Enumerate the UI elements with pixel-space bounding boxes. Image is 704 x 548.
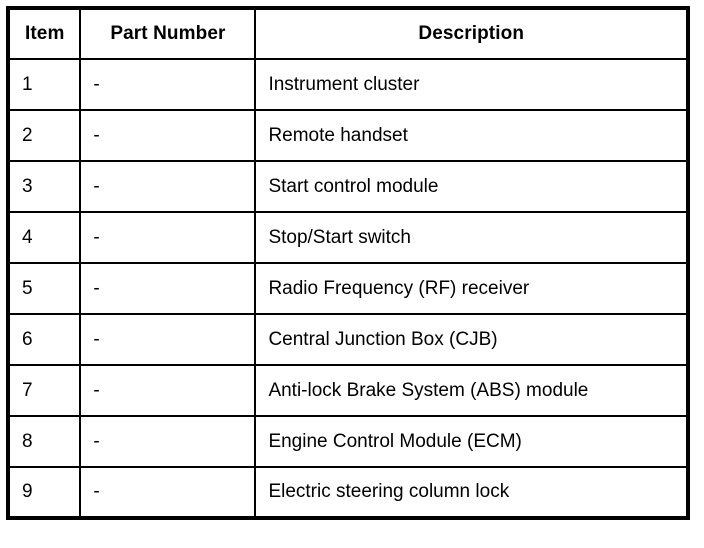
table-body: 1 - Instrument cluster 2 - Remote handse… (6, 58, 689, 519)
cell-part-number: - (79, 313, 257, 366)
table-row: 6 - Central Junction Box (CJB) (6, 313, 689, 366)
table-row: 7 - Anti-lock Brake System (ABS) module (6, 364, 689, 417)
cell-item: 9 (6, 466, 82, 519)
cell-part-number: - (79, 160, 257, 213)
column-header-item: Item (6, 7, 82, 60)
cell-item: 2 (6, 109, 82, 162)
cell-part-number: - (79, 109, 257, 162)
cell-item: 1 (6, 58, 82, 111)
cell-item: 5 (6, 262, 82, 315)
cell-item: 4 (6, 211, 82, 264)
cell-description: Engine Control Module (ECM) (254, 415, 689, 468)
cell-description: Remote handset (254, 109, 689, 162)
cell-part-number: - (79, 364, 257, 417)
cell-part-number: - (79, 415, 257, 468)
table-row: 2 - Remote handset (6, 109, 689, 162)
column-header-part-number: Part Number (79, 7, 257, 60)
table-header: Item Part Number Description (6, 7, 689, 60)
cell-description: Instrument cluster (254, 58, 689, 111)
table-row: 9 - Electric steering column lock (6, 466, 689, 519)
cell-part-number: - (79, 58, 257, 111)
cell-part-number: - (79, 466, 257, 519)
cell-item: 6 (6, 313, 82, 366)
cell-part-number: - (79, 262, 257, 315)
cell-description: Radio Frequency (RF) receiver (254, 262, 689, 315)
table-row: 5 - Radio Frequency (RF) receiver (6, 262, 689, 315)
cell-part-number: - (79, 211, 257, 264)
cell-description: Start control module (254, 160, 689, 213)
cell-description: Electric steering column lock (254, 466, 689, 519)
cell-description: Stop/Start switch (254, 211, 689, 264)
column-header-description: Description (254, 7, 689, 60)
cell-description: Anti-lock Brake System (ABS) module (254, 364, 689, 417)
table-row: 1 - Instrument cluster (6, 58, 689, 111)
cell-item: 3 (6, 160, 82, 213)
table-row: 4 - Stop/Start switch (6, 211, 689, 264)
table-row: 8 - Engine Control Module (ECM) (6, 415, 689, 468)
cell-item: 8 (6, 415, 82, 468)
component-location-table: Item Part Number Description 1 - Instrum… (6, 6, 690, 520)
table-row: 3 - Start control module (6, 160, 689, 213)
cell-description: Central Junction Box (CJB) (254, 313, 689, 366)
cell-item: 7 (6, 364, 82, 417)
table-header-row: Item Part Number Description (6, 7, 689, 60)
